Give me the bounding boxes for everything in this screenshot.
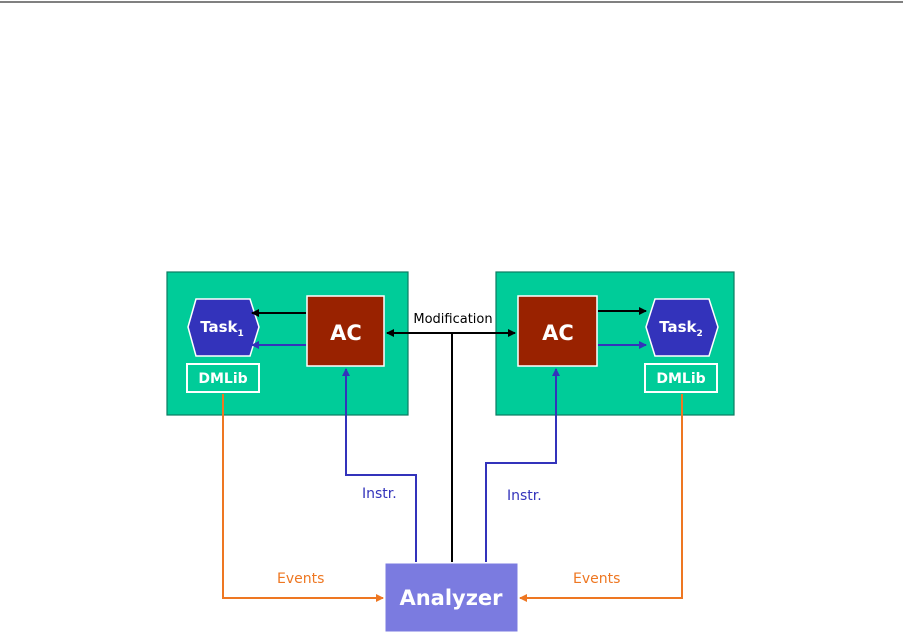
- events-left-label: Events: [277, 571, 324, 587]
- instr-right-line: [485, 368, 560, 562]
- instr-left-line: [342, 368, 417, 562]
- events-connectors: Events Events: [222, 394, 683, 602]
- left-ac-label: AC: [330, 321, 362, 345]
- instr-left-label: Instr.: [362, 486, 397, 502]
- left-dmlib-label: DMLib: [198, 371, 247, 387]
- events-left-line: [222, 394, 384, 602]
- right-ac-box: [517, 295, 598, 367]
- left-ac-box: [306, 295, 385, 367]
- right-dmlib-box: [644, 363, 718, 393]
- events-right-label: Events: [573, 571, 620, 587]
- analyzer-label: Analyzer: [399, 586, 503, 610]
- right-ac-label: AC: [542, 321, 574, 345]
- right-task-hexagon: [645, 298, 719, 357]
- left-node: Task1 DMLib AC: [166, 271, 409, 416]
- right-node: AC Task2 DMLib: [495, 271, 735, 416]
- events-right-line: [519, 394, 683, 602]
- modification-connector: Modification: [386, 312, 516, 562]
- left-dmlib-box: [186, 363, 260, 393]
- instr-connectors: Instr. Instr.: [342, 368, 560, 562]
- left-task-label: Task1: [200, 318, 244, 339]
- analyzer: Analyzer: [384, 562, 519, 633]
- left-task-hexagon: [187, 298, 260, 357]
- right-task-label: Task2: [659, 318, 703, 339]
- analyzer-box: [384, 562, 519, 633]
- modification-label: Modification: [413, 312, 492, 327]
- instr-right-label: Instr.: [507, 488, 542, 504]
- right-dmlib-label: DMLib: [656, 371, 705, 387]
